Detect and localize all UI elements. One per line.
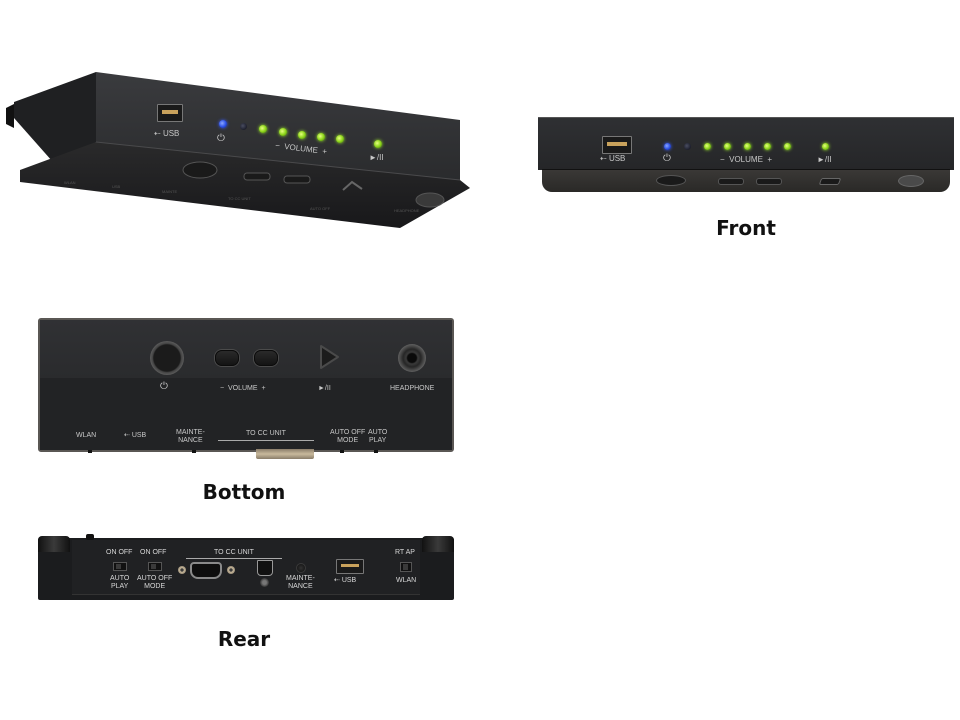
usb-port-icon	[157, 104, 183, 122]
ground-screw	[260, 578, 269, 587]
auto-play-label: AUTO PLAY	[368, 429, 388, 444]
volume-led-5	[784, 143, 791, 150]
vga-port[interactable]	[190, 562, 222, 579]
headphone-jack[interactable]	[398, 344, 426, 372]
maintenance-button[interactable]	[296, 563, 306, 573]
volume-led-2	[724, 143, 731, 150]
antenna-stub	[86, 534, 94, 540]
rear-view: ON OFF AUTO PLAY ON OFF AUTO OFF MODE TO…	[38, 534, 454, 602]
right-foot	[422, 536, 454, 552]
power-led	[664, 143, 671, 150]
wlan-label: WLAN	[396, 577, 417, 584]
auto-play-switch[interactable]	[113, 562, 127, 571]
svg-text:HEADPHONE: HEADPHONE	[394, 208, 420, 213]
play-pause-label: ►/II	[318, 385, 331, 392]
usb-label: ⇠ USB	[154, 129, 180, 138]
left-foot	[38, 536, 70, 552]
volume-led-1	[259, 125, 267, 133]
usb-a-port[interactable]	[336, 559, 364, 574]
play-pause-label: ►/II	[369, 153, 384, 162]
caption-bottom: Bottom	[202, 480, 286, 504]
vga-screw-right	[227, 566, 235, 574]
bottom-lower-section	[40, 378, 452, 450]
volume-led-4	[317, 133, 325, 141]
status-led	[684, 143, 691, 150]
switch-nub	[340, 450, 344, 453]
usb-b-port[interactable]	[257, 560, 273, 576]
bottom-top-section	[40, 320, 452, 378]
front-bevel	[542, 169, 950, 192]
play-pause-label: ►/II	[817, 155, 832, 164]
svg-text:TO CC UNIT: TO CC UNIT	[228, 196, 251, 201]
play-pause-button[interactable]	[818, 178, 842, 185]
device-body-perspective: WLAN USB MAINTE TO CC UNIT AUTO OFF HEAD…	[6, 72, 470, 228]
usb-label: ⇠ USB	[124, 432, 147, 439]
status-led	[240, 123, 247, 130]
volume-led-3	[298, 131, 306, 139]
svg-text:MAINTE: MAINTE	[162, 189, 177, 194]
maintenance-label: MAINTE- NANCE	[176, 429, 205, 444]
volume-down-button[interactable]	[215, 350, 239, 366]
vga-connector	[256, 449, 314, 459]
power-button[interactable]	[656, 175, 686, 186]
power-button[interactable]	[150, 341, 184, 375]
svg-text:AUTO OFF: AUTO OFF	[310, 206, 331, 211]
wlan-switch[interactable]	[400, 562, 412, 572]
caption-rear: Rear	[217, 627, 271, 651]
power-symbol: ⏻	[663, 153, 671, 164]
usb-icon: ⇠	[334, 577, 340, 584]
volume-led-1	[704, 143, 711, 150]
headphone-label: HEADPHONE	[390, 385, 435, 392]
usb-port-icon	[602, 136, 632, 154]
auto-off-mode-label: AUTO OFF MODE	[330, 429, 366, 444]
vga-screw-left	[178, 566, 186, 574]
auto-play-label: AUTO PLAY	[110, 575, 130, 590]
svg-text:USB: USB	[112, 184, 121, 189]
volume-led-5	[336, 135, 344, 143]
power-led	[219, 120, 227, 128]
caption-front: Front	[716, 216, 776, 240]
wlan-label: WLAN	[76, 432, 97, 439]
usb-icon: ⇠	[154, 129, 161, 138]
usb-label: ⇠ USB	[600, 154, 626, 163]
wlan-mode-label: RT AP	[395, 549, 415, 556]
power-symbol: ⏻	[160, 381, 168, 392]
switch-nub	[88, 450, 92, 453]
volume-led-2	[279, 128, 287, 136]
switch-nub	[192, 450, 196, 453]
play-led	[374, 140, 382, 148]
volume-up-button[interactable]	[756, 178, 782, 185]
perspective-view: WLAN USB MAINTE TO CC UNIT AUTO OFF HEAD…	[0, 60, 480, 240]
play-button[interactable]	[318, 344, 340, 370]
volume-led-3	[744, 143, 751, 150]
volume-label: − VOLUME +	[220, 385, 266, 392]
auto-off-onoff-label: ON OFF	[140, 549, 167, 556]
volume-down-button[interactable]	[718, 178, 744, 185]
to-cc-unit-label: TO CC UNIT	[186, 549, 282, 559]
auto-play-onoff-label: ON OFF	[106, 549, 133, 556]
headphone-jack[interactable]	[898, 175, 924, 187]
maintenance-label: MAINTE- NANCE	[286, 575, 315, 590]
to-cc-unit-label: TO CC UNIT	[218, 430, 314, 441]
volume-up-button[interactable]	[254, 350, 278, 366]
play-led	[822, 143, 829, 150]
power-symbol: ⏻	[217, 133, 225, 144]
auto-off-switch[interactable]	[148, 562, 162, 571]
front-view: ⇠ USB ⏻ − VOLUME + ►/II	[538, 117, 954, 192]
volume-label: − VOLUME +	[720, 155, 773, 164]
bottom-view: ⏻ − VOLUME + ►/II HEADPHONE WLAN ⇠ USB M…	[38, 318, 454, 460]
usb-icon: ⇠	[600, 154, 607, 163]
svg-text:WLAN: WLAN	[64, 180, 76, 185]
usb-label: ⇠ USB	[334, 577, 357, 584]
switch-nub	[374, 450, 378, 453]
usb-icon: ⇠	[124, 432, 130, 439]
volume-led-4	[764, 143, 771, 150]
auto-off-mode-label: AUTO OFF MODE	[137, 575, 173, 590]
